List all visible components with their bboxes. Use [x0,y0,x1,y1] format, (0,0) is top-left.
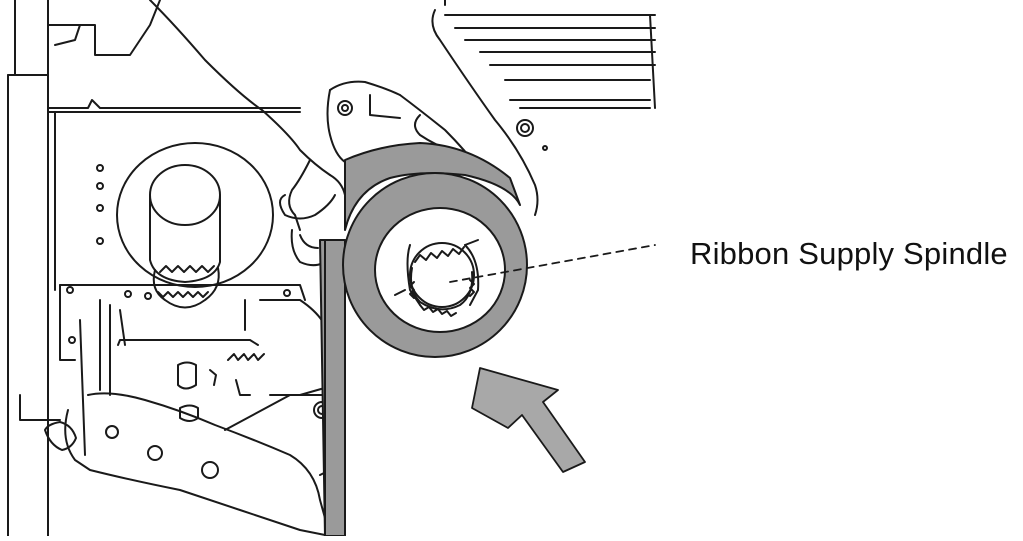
ribbon-supply-roll [342,142,528,358]
head-release-lever [44,392,331,537]
ribbon-rewind-spindle [116,142,274,309]
printer-left-frame [7,0,61,537]
ribbon-supply-spindle-label: Ribbon Supply Spindle [690,236,1008,271]
printer-back-panel [47,0,301,291]
print-mechanism [59,284,336,456]
ribbon-media-strip [319,239,346,537]
callout-leader-line [449,244,656,283]
left-hand [149,0,346,267]
ribbon-supply-spindle [409,242,475,317]
install-direction-arrow [471,367,586,473]
ribbon-bracket-top [444,0,656,151]
